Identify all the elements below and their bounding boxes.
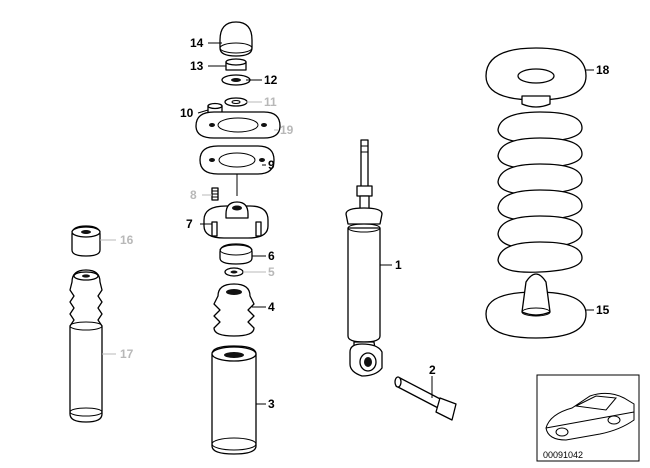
stud-8[interactable] xyxy=(211,187,219,201)
bump-stop-4[interactable] xyxy=(213,283,255,337)
callout-7[interactable]: 7 xyxy=(186,217,193,231)
callout-6[interactable]: 6 xyxy=(268,249,275,263)
callout-8[interactable]: 8 xyxy=(190,188,197,202)
support-bearing-7[interactable] xyxy=(203,201,269,239)
plate-19[interactable] xyxy=(195,111,281,139)
callout-18[interactable]: 18 xyxy=(596,63,610,77)
callout-2[interactable]: 2 xyxy=(429,363,436,377)
spring-pad-18[interactable] xyxy=(485,47,587,108)
protective-boot-17[interactable] xyxy=(69,269,103,423)
coil-spring[interactable] xyxy=(497,111,583,273)
nut-13[interactable] xyxy=(225,58,247,71)
washer-11[interactable] xyxy=(224,97,248,107)
gasket-9[interactable] xyxy=(199,145,275,175)
callout-4[interactable]: 4 xyxy=(268,300,275,314)
callout-14[interactable]: 14 xyxy=(190,36,204,50)
callout-11[interactable]: 11 xyxy=(264,95,277,109)
callout-9[interactable]: 9 xyxy=(268,158,275,172)
callout-12[interactable]: 12 xyxy=(264,73,278,87)
cap-14[interactable] xyxy=(219,21,253,57)
spring-pad-15[interactable] xyxy=(485,273,587,339)
protective-tube-3[interactable] xyxy=(211,345,257,455)
callout-19[interactable]: 19 xyxy=(280,123,294,137)
callout-3[interactable]: 3 xyxy=(268,397,275,411)
callout-17[interactable]: 17 xyxy=(120,347,134,361)
callout-13[interactable]: 13 xyxy=(190,59,204,73)
washer-6[interactable] xyxy=(219,243,253,265)
callout-1[interactable]: 1 xyxy=(395,258,402,272)
washer-12[interactable] xyxy=(221,74,251,86)
ring-5[interactable] xyxy=(224,267,244,277)
bolt-2[interactable] xyxy=(394,376,457,421)
diagram-code: 00091042 xyxy=(543,450,583,460)
vehicle-thumbnail: 00091042 xyxy=(536,374,640,462)
bump-stop-16[interactable] xyxy=(71,225,101,257)
callout-15[interactable]: 15 xyxy=(596,303,610,317)
callout-10[interactable]: 10 xyxy=(180,106,194,120)
shock-absorber-1[interactable] xyxy=(345,139,383,377)
callout-16[interactable]: 16 xyxy=(120,233,134,247)
callout-5[interactable]: 5 xyxy=(268,265,275,279)
